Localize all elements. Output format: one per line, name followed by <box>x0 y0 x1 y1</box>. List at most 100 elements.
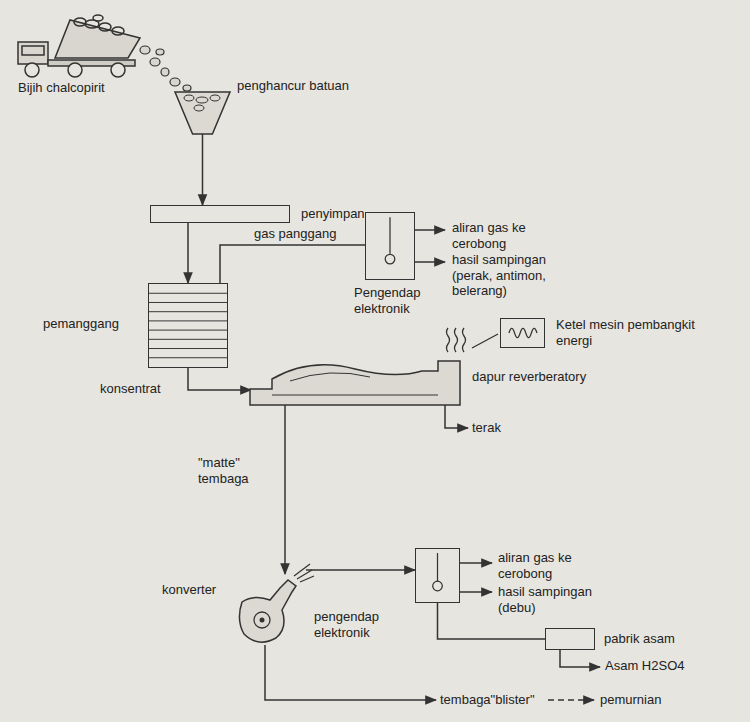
drawing-stroke <box>272 395 438 396</box>
flow-connector <box>306 569 415 571</box>
drawing-stroke <box>385 254 395 264</box>
drawing-stroke <box>93 15 103 21</box>
drawing-stroke <box>149 293 227 294</box>
node-label: konverter <box>162 582 216 598</box>
precip-outline <box>366 213 414 279</box>
acid-plant-box: pabrik asam <box>545 628 595 650</box>
drawing-stroke <box>149 330 227 331</box>
drawing-stroke <box>55 20 140 58</box>
node-label: pengendap elektronik <box>314 609 406 640</box>
drawing-stroke <box>260 618 265 623</box>
flow-label: Bijih chalcopirit <box>18 80 105 96</box>
converter-vessel: konverter <box>230 568 310 645</box>
coil-outline <box>501 319 544 347</box>
roaster-box: pemanggang <box>148 283 228 368</box>
flow-label: terak <box>472 420 501 436</box>
node-label: penghancur batuan <box>237 78 349 94</box>
drawing-stroke <box>447 328 450 352</box>
flow-connector <box>188 368 251 390</box>
drawing-stroke <box>250 361 460 405</box>
flow-connector <box>187 223 189 283</box>
drawing-stroke <box>183 85 191 91</box>
drawing-stroke <box>455 328 458 352</box>
drawing-stroke <box>18 42 48 64</box>
converter-outline <box>230 568 310 645</box>
drawing-stroke <box>265 645 436 700</box>
boiler-box: Ketel mesin pembangkit energi <box>500 318 545 348</box>
drawing-stroke <box>433 581 443 591</box>
drawing-stroke <box>194 105 204 111</box>
drawing-stroke <box>22 46 44 55</box>
drawing-stroke <box>460 591 492 593</box>
drawing-stroke <box>445 405 468 428</box>
drawing-stroke <box>472 334 498 348</box>
furnace-outline <box>250 355 460 405</box>
flow-label: hasil sampingan (debu) <box>498 584 608 615</box>
drawing-stroke <box>463 328 466 352</box>
flow-connector <box>220 245 365 283</box>
reverberatory-furnace: dapur reverberatory <box>250 355 460 405</box>
precipitator-box: pengendap elektronik <box>415 548 460 603</box>
flow-label: aliran gas ke cerobong <box>498 550 593 581</box>
roaster-outline <box>149 284 227 367</box>
connector-label: gas panggang <box>252 226 338 242</box>
hopper-outline <box>175 92 230 134</box>
node-label: Ketel mesin pembangkit energi <box>556 317 706 348</box>
drawing-stroke <box>74 18 86 26</box>
drawing-stroke <box>196 97 208 103</box>
heat-waves <box>447 328 499 352</box>
drawing-stroke <box>68 63 82 77</box>
drawing-stroke <box>175 92 230 134</box>
drawing-stroke <box>415 229 445 231</box>
node-label: penyimpan <box>301 206 365 222</box>
drawing-stroke <box>112 27 124 35</box>
drawing-stroke <box>25 63 39 77</box>
flow-label: tembaga"blister" <box>440 692 535 708</box>
flow-label: pemurnian <box>600 692 661 708</box>
drawing-stroke <box>111 63 125 77</box>
drawing-stroke <box>460 562 492 564</box>
flow-label: aliran gas ke cerobong <box>452 220 552 251</box>
falling-ore <box>140 46 191 91</box>
storage-box: penyimpan <box>150 205 290 223</box>
drawing-stroke <box>149 357 227 358</box>
output-arrows <box>265 230 600 700</box>
drawing-stroke <box>161 68 169 76</box>
node-label: Pengendap elektronik <box>354 285 442 316</box>
node-label: pemanggang <box>43 316 119 332</box>
precipitator-box: Pengendap elektronik <box>365 212 415 280</box>
flow-connector <box>202 134 204 205</box>
drawing-stroke <box>560 650 600 667</box>
drawing-stroke <box>149 311 227 312</box>
drawing-stroke <box>415 261 445 263</box>
drawing-stroke <box>149 348 227 349</box>
drawing-stroke <box>149 320 227 321</box>
precip-outline <box>416 549 459 602</box>
drawing-stroke <box>548 699 594 701</box>
truck <box>18 15 140 77</box>
flow-connector <box>284 405 286 574</box>
crusher-hopper: penghancur batuan <box>175 92 230 134</box>
drawing-stroke <box>437 553 438 582</box>
drawing-stroke <box>210 95 220 101</box>
drawing-stroke <box>509 328 537 337</box>
drawing-stroke <box>290 373 370 381</box>
drawing-stroke <box>150 58 160 66</box>
drawing-stroke <box>389 217 390 254</box>
drawing-stroke <box>149 339 227 340</box>
drawing-stroke <box>156 49 164 55</box>
connector-label: konsentrat <box>98 381 163 397</box>
drawing-stroke <box>294 564 314 582</box>
drawing-stroke <box>140 46 150 54</box>
connector-label: "matte" tembaga <box>196 455 272 486</box>
node-label: dapur reverberatory <box>472 369 586 385</box>
drawing-stroke <box>254 612 270 628</box>
drawing-stroke <box>184 95 194 101</box>
flow-label: Asam H2SO4 <box>605 658 684 674</box>
drawing-stroke <box>99 23 111 31</box>
drawing-stroke <box>239 580 296 642</box>
flow-label: hasil sampingan (perak, antimon, beleran… <box>452 252 572 299</box>
node-label: pabrik asam <box>604 631 675 647</box>
drawing-stroke <box>149 302 227 303</box>
